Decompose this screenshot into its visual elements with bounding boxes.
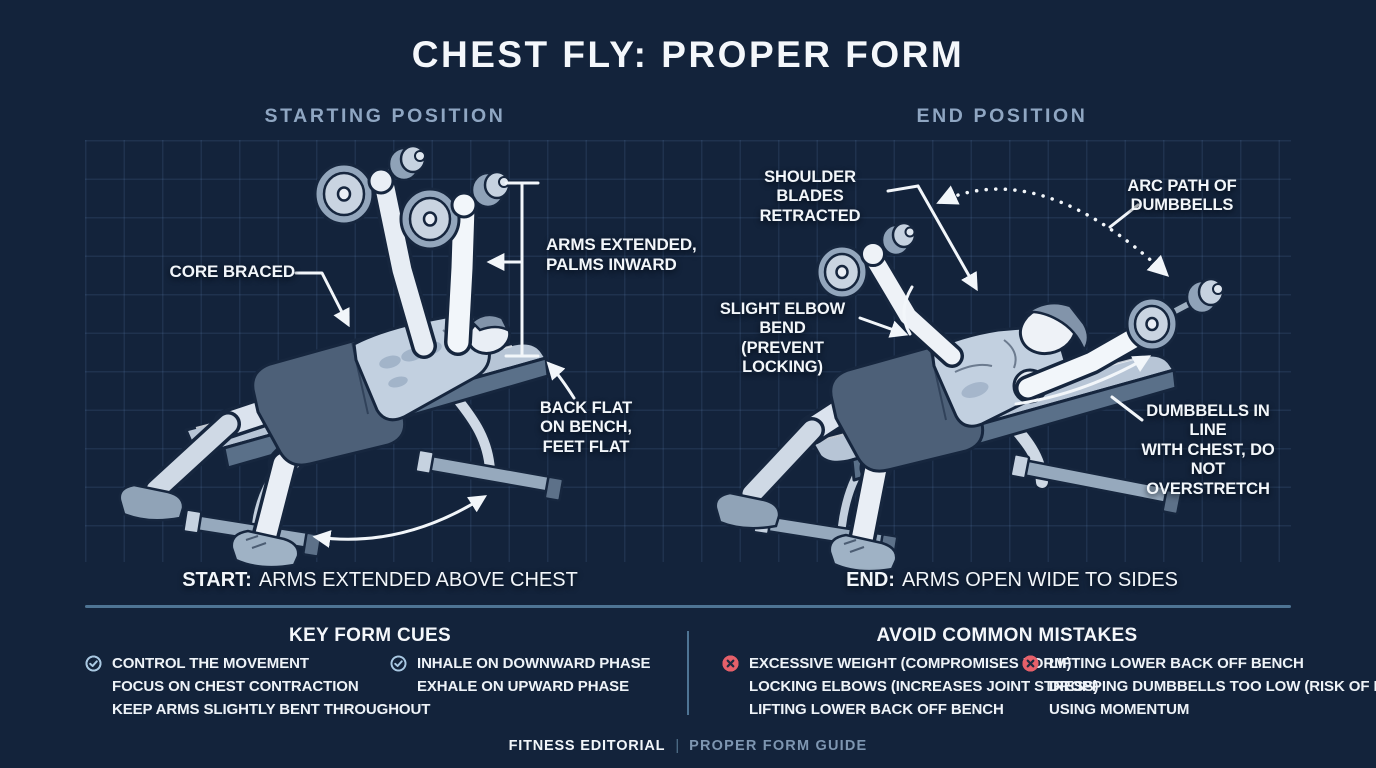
range-swoosh-arrow — [312, 495, 488, 548]
end-annotation-lines — [858, 184, 1170, 422]
mistake-text: LIFTING LOWER BACK OFF BENCH — [749, 701, 1004, 718]
list-item: CONTROL THE MOVEMENT — [85, 655, 430, 672]
mistake-text: LIFTING LOWER BACK OFF BENCH — [1049, 655, 1304, 672]
cross-icon — [1022, 655, 1039, 695]
list-item: LIFTING LOWER BACK OFF BENCH — [722, 655, 1098, 718]
end-caption-text: ARMS OPEN WIDE TO SIDES — [901, 569, 1178, 591]
section-header-start: STARTING POSITION — [264, 105, 506, 127]
annotation-elbow-bend: SLIGHT ELBOW BEND (PREVENT LOCKING) — [719, 300, 846, 377]
bench-footbar — [414, 448, 565, 502]
mistake-text: USING MOMENTUM — [1049, 701, 1190, 718]
fist — [367, 167, 395, 195]
list-item: KEEP ARMS SLIGHTLY BENT THROUGHOUT — [85, 655, 431, 718]
arc-label-connector — [1108, 203, 1140, 229]
bench-footbar — [1009, 453, 1183, 516]
arc-path-dotted-arrow — [936, 185, 1170, 277]
start-figure-illustration — [118, 144, 565, 569]
core-braced-arrow — [294, 271, 350, 328]
footer-brand: FITNESS EDITORIAL — [508, 738, 666, 754]
cues-list-col2: INHALE ON DOWNWARD PHASE EXHALE ON UPWAR… — [390, 655, 651, 701]
list-item: LIFTING LOWER BACK OFF BENCH — [1022, 655, 1376, 672]
end-caption: END: ARMS OPEN WIDE TO SIDES — [702, 569, 1322, 592]
annotation-arc-path: ARC PATH OF DUMBBELLS — [1127, 177, 1237, 215]
elbow-bend-curve — [902, 285, 914, 336]
dumbbell-label-connector — [1110, 395, 1144, 422]
mistakes-header: AVOID COMMON MISTAKES — [876, 625, 1138, 646]
annotation-shoulder-blades: SHOULDER BLADES RETRACTED — [759, 168, 861, 225]
start-caption-label: START: — [182, 569, 252, 591]
list-item: DROPPING DUMBBELLS TOO LOW (RISK OF INJU… — [1022, 655, 1376, 695]
cue-text: FOCUS ON CHEST CONTRACTION — [112, 678, 359, 695]
start-annotation-lines — [294, 181, 576, 548]
hand-path-arrow — [1014, 355, 1152, 406]
cue-text: CONTROL THE MOVEMENT — [112, 655, 309, 672]
footer-subtitle: PROPER FORM GUIDE — [689, 738, 868, 754]
mistakes-list-col1: EXCESSIVE WEIGHT (COMPROMISES FORM) LOCK… — [722, 655, 1099, 724]
list-item: INHALE ON DOWNWARD PHASE — [390, 655, 651, 672]
annotation-back-flat: BACK FLAT ON BENCH, FEET FLAT — [539, 399, 633, 456]
section-header-end: END POSITION — [916, 105, 1088, 127]
annotation-arms-extended: ARMS EXTENDED, PALMS INWARD — [546, 235, 697, 275]
cross-icon — [1022, 655, 1039, 718]
fist — [860, 241, 886, 267]
cross-icon — [722, 655, 739, 718]
list-item: EXHALE ON UPWARD PHASE — [390, 655, 650, 695]
footer-separator: | — [675, 738, 680, 754]
mistake-text: EXCESSIVE WEIGHT (COMPROMISES FORM) — [749, 655, 1072, 672]
check-icon — [85, 655, 102, 718]
dumbbell — [313, 144, 427, 226]
cue-text: INHALE ON DOWNWARD PHASE — [417, 655, 651, 672]
horizontal-divider — [85, 605, 1291, 608]
annotation-dumbbells-in-line: DUMBBELLS IN LINE WITH CHEST, DO NOT OVE… — [1141, 402, 1275, 498]
page-title: CHEST FLY: PROPER FORM — [411, 34, 965, 75]
dumbbell — [1125, 277, 1225, 352]
list-item: FOCUS ON CHEST CONTRACTION — [85, 655, 430, 695]
mistake-text: LOCKING ELBOWS (INCREASES JOINT STRESS) — [749, 678, 1099, 695]
start-caption-text: ARMS EXTENDED ABOVE CHEST — [258, 569, 578, 591]
cue-text: EXHALE ON UPWARD PHASE — [417, 678, 629, 695]
sneaker — [714, 491, 781, 530]
end-figure-illustration — [714, 221, 1225, 573]
mistake-text: DROPPING DUMBBELLS TOO LOW (RISK OF INJU… — [1049, 678, 1376, 695]
check-icon — [390, 655, 407, 695]
end-caption-label: END: — [846, 569, 895, 591]
list-item: USING MOMENTUM — [1022, 655, 1376, 718]
footer: FITNESS EDITORIAL | PROPER FORM GUIDE — [0, 738, 1376, 754]
cross-icon — [722, 655, 739, 695]
shoulder-blades-arrow — [916, 184, 978, 292]
check-icon — [85, 655, 102, 695]
start-caption: START: ARMS EXTENDED ABOVE CHEST — [70, 569, 690, 592]
cues-header: KEY FORM CUES — [289, 625, 451, 646]
vertical-divider — [687, 631, 689, 715]
fist — [450, 191, 478, 219]
annotation-core-braced: CORE BRACED — [169, 262, 296, 281]
mistakes-list-col2: LIFTING LOWER BACK OFF BENCH DROPPING DU… — [1022, 655, 1376, 724]
elbow-bend-arrow — [858, 316, 909, 338]
back-flat-arrow — [546, 361, 576, 400]
sneaker — [118, 483, 185, 522]
dumbbell — [815, 221, 917, 300]
cue-text: KEEP ARMS SLIGHTLY BENT THROUGHOUT — [112, 701, 431, 718]
cues-list-col1: CONTROL THE MOVEMENT FOCUS ON CHEST CONT… — [85, 655, 430, 724]
